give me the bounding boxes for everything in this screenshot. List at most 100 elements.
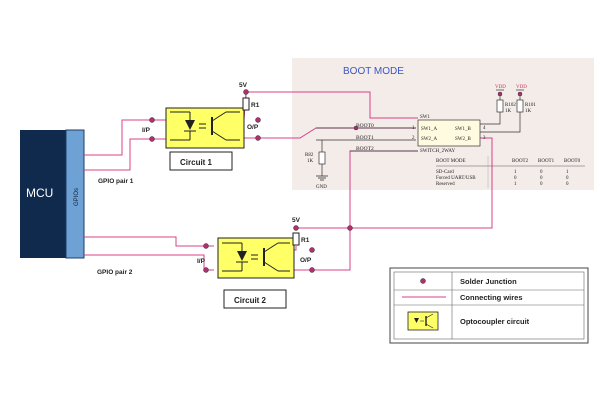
- circuit2-resistor-label: R1: [301, 237, 310, 244]
- junction-c2-in-lower: [203, 267, 209, 273]
- circuit1-output-label: O/P: [247, 124, 259, 131]
- net-boot2-label: BOOT2: [356, 146, 374, 152]
- boot-table-header-boot0: BOOT0: [564, 159, 581, 164]
- switch-sw2a: SW2_A: [421, 137, 438, 142]
- circuit2-opto-body: [217, 237, 295, 279]
- junction-c2-out-lower: [309, 267, 315, 273]
- circuit2-input-label: I/P: [197, 258, 206, 265]
- circuit1-resistor-label: R1: [251, 102, 260, 109]
- switch-ref: SW1: [420, 115, 431, 120]
- boot-table-row0-boot1: 0: [540, 170, 543, 175]
- circuit2-transistor-emitter: [263, 261, 279, 272]
- circuit2-resistor-r1: [292, 232, 300, 246]
- circuit1-supply-label: 5V: [239, 82, 248, 89]
- wire-c2-boot-link: [350, 137, 493, 229]
- junction-c2-in-upper: [203, 243, 209, 249]
- circuit1-pullup: R1 5V: [239, 82, 260, 111]
- junction-c1-out-upper: [255, 117, 261, 123]
- switch-sw1-body: [417, 119, 481, 147]
- circuit2-supply-label: 5V: [292, 217, 301, 224]
- boot-table-row1-boot2: 0: [514, 176, 517, 181]
- boot-table-row1-mode: Forced UART/USB: [436, 176, 476, 181]
- boot-table-row1-boot1: 0: [540, 176, 543, 181]
- boot-table-row0-boot0: 1: [566, 170, 569, 175]
- legend-opto-led-icon: [414, 318, 419, 323]
- legend-opto-lead1: [425, 313, 434, 319]
- junction-c2-rail: [347, 225, 353, 231]
- mcu-label: MCU: [26, 186, 53, 200]
- circuit1-led-icon: [185, 120, 195, 130]
- wire-gpio1-upper: [84, 119, 166, 156]
- switch-pin2: 2: [412, 136, 415, 141]
- boot-table-row0-mode: SD-Card: [436, 170, 454, 175]
- switch-part-name: SWITCH_2WAY: [420, 149, 455, 154]
- gpio-pair1-label: GPIO pair 1: [98, 178, 134, 185]
- net-boot1-label: BOOT1: [356, 135, 374, 141]
- boot-table-row2-mode: Reserved: [436, 182, 455, 187]
- boot-table-row2-boot2: 1: [514, 182, 517, 187]
- junction-boot0: [353, 125, 359, 131]
- gpio-pair2-label: GPIO pair 2: [97, 269, 133, 276]
- legend-opto-label: Optocoupler circuit: [460, 317, 530, 326]
- circuit2-title: Circuit 2: [234, 296, 267, 305]
- boot-table-header-boot2: BOOT2: [512, 159, 529, 164]
- r82-name: R82: [305, 153, 314, 158]
- circuit2-led-icon: [237, 251, 247, 261]
- switch-sw1a: SW1_A: [421, 127, 438, 132]
- junction-c1-in-lower: [149, 136, 155, 142]
- circuit2-title-box: [223, 289, 287, 309]
- junction-c1-out-lower: [255, 135, 261, 141]
- boot-table-row2-boot0: 0: [566, 182, 569, 187]
- switch-sw2b: SW2_B: [455, 137, 472, 142]
- circuit1-title-box: [169, 151, 233, 171]
- circuit2-transistor-collector: [263, 242, 279, 253]
- legend-junction-icon: [420, 278, 426, 284]
- r101-resistor: [516, 99, 524, 113]
- r102-resistor: [496, 99, 504, 113]
- r82-value: 1K: [307, 159, 314, 164]
- circuit2-pullup: R1 5V: [292, 217, 310, 246]
- legend-wires-label: Connecting wires: [460, 293, 523, 302]
- net-boot0-label: BOOT0: [356, 123, 374, 129]
- circuit1-resistor-r1: [242, 97, 250, 111]
- wire-gpio2-lower: [84, 254, 214, 271]
- solder-junctions: [149, 89, 523, 273]
- boot-table-row0-boot2: 1: [514, 170, 517, 175]
- boot-panel-title: BOOT MODE: [343, 66, 404, 77]
- circuit2-output-label: O/P: [300, 257, 312, 264]
- circuit1-transistor-collector: [211, 111, 227, 122]
- boot-mode-table: BOOT MODE BOOT2 BOOT1 BOOT0 SD-Card 1 0 …: [436, 156, 585, 188]
- circuit1-input-label: I/P: [142, 127, 151, 134]
- junction-vdd-right: [497, 91, 503, 97]
- switch-pin1: 1: [412, 126, 415, 131]
- r82-resistor: [318, 151, 326, 165]
- mcu-gpio-strip: [65, 129, 85, 259]
- junction-c2-out-upper: [309, 247, 315, 253]
- wire-gpio2-upper: [84, 236, 214, 247]
- vdd-right-label: VDD: [516, 85, 527, 90]
- mcu-block: MCU GPIOs: [20, 129, 85, 259]
- r102-name: R102: [505, 103, 516, 108]
- switch-pin3: 3: [483, 136, 486, 141]
- junction-vdd-left: [517, 91, 523, 97]
- circuit1-transistor-emitter: [211, 130, 227, 141]
- vdd-left-label: VDD: [495, 85, 506, 90]
- r101-value: 1K: [525, 109, 532, 114]
- circuit2-optocoupler: [217, 237, 295, 279]
- legend-junction-label: Solder Junction: [460, 277, 517, 286]
- switch-sw1b: SW1_B: [455, 127, 472, 132]
- wire-gpio1-lower: [84, 138, 166, 171]
- boot-table-header-boot1: BOOT1: [538, 159, 555, 164]
- junction-c1-in-upper: [149, 117, 155, 123]
- r101-name: R101: [525, 103, 536, 108]
- switch-pin4: 4: [483, 126, 486, 131]
- mcu-body: [20, 130, 70, 258]
- boot-schematic: BOOT0 BOOT1 BOOT2 R82 1K GND VDD VDD R10…: [305, 85, 585, 190]
- wire-c1-5v-rail: [246, 91, 418, 119]
- gnd-label: GND: [316, 185, 327, 190]
- junction-c2-5v: [293, 225, 299, 231]
- legend: Solder Junction Connecting wires Optocou…: [389, 267, 589, 344]
- r102-value: 1K: [505, 109, 512, 114]
- boot-table-row2-boot1: 0: [540, 182, 543, 187]
